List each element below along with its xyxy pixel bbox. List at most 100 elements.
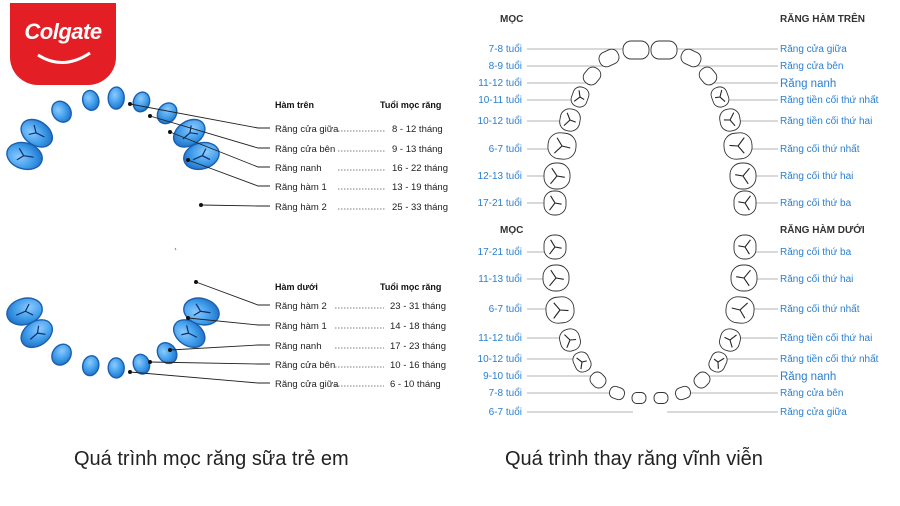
baby-lower-tooth-name: Răng hàm 2 [275,301,327,312]
perm-upper-tooth [543,190,567,216]
baby-lower-header-right: Tuổi mọc răng [380,282,442,292]
permanent-caption: Quá trình thay răng vĩnh viễn [505,448,763,470]
perm-upper-header-left: MỌC [500,14,524,25]
baby-upper-tooth-name: Răng nanh [275,163,322,174]
perm-upper-age: 10-12 tuổi [477,116,522,127]
perm-upper-tooth [598,48,620,68]
perm-upper-age: 8-9 tuổi [488,61,522,72]
perm-upper-tooth-name: Răng cối thứ nhất [780,144,860,155]
perm-lower-age: 11-12 tuổi [478,333,522,344]
baby-upper-tooth-age: 8 - 12 tháng [392,124,443,135]
perm-lower-tooth [653,392,669,404]
perm-lower-age: 10-12 tuổi [477,354,522,365]
baby-lower-tooth [20,319,54,349]
baby-upper-tooth-age: 16 - 22 tháng [392,163,448,174]
baby-upper-tooth [132,91,151,113]
leader-line [187,159,270,187]
perm-upper-tooth [543,162,571,190]
perm-lower-tooth [631,392,647,404]
perm-lower-tooth [545,296,575,324]
baby-lower-tooth [6,297,43,326]
perm-lower-tooth [674,385,692,401]
baby-upper-tooth-name: Răng hàm 2 [275,202,327,213]
perm-lower-header-left: MỌC [500,225,524,236]
perm-lower-header-right: RĂNG HÀM DƯỚI [780,225,865,236]
leader-line [149,115,270,149]
leader-line [169,344,270,351]
baby-upper-tooth-name: Răng hàm 1 [275,182,327,193]
perm-lower-tooth [543,234,567,260]
baby-lower-tooth [51,343,72,366]
baby-upper-tooth [20,118,54,148]
baby-upper-tooth [6,141,43,171]
baby-upper-tooth-age: 9 - 13 tháng [392,144,443,155]
leader-line [129,371,270,384]
perm-lower-tooth [730,264,758,292]
baby-lower-tooth-name: Răng cửa giữa [275,379,339,390]
perm-upper-tooth [680,48,702,68]
perm-lower-age: 9-10 tuổi [483,371,522,382]
baby-upper-tooth [156,102,178,125]
perm-lower-tooth-name: Răng cối thứ ba [780,247,852,258]
baby-caption: Quá trình mọc răng sữa trẻ em [74,448,349,470]
perm-lower-tooth [589,371,607,389]
leader-line [129,103,270,129]
perm-upper-tooth [582,66,602,86]
permanent-leader-lines [527,48,778,413]
baby-lower-tooth-age: 17 - 23 tháng [390,341,446,352]
perm-upper-age: 17-21 tuổi [477,198,522,209]
perm-lower-age: 11-13 tuổi [478,274,522,285]
perm-upper-tooth-name: Răng cối thứ hai [780,171,854,182]
perm-lower-age: 6-7 tuổi [488,407,522,418]
perm-upper-tooth [729,162,757,190]
leader-line [187,317,270,326]
perm-upper-tooth [698,66,718,86]
baby-upper-tooth-age: 25 - 33 tháng [392,202,448,213]
baby-upper-header-right: Tuổi mọc răng [380,100,442,110]
perm-upper-tooth [559,108,581,132]
baby-lower-tooth-age: 23 - 31 tháng [390,301,446,312]
perm-upper-tooth [547,132,577,160]
perm-upper-tooth [650,40,678,60]
permanent-teeth-group [542,40,758,404]
perm-upper-header-right: RĂNG HÀM TRÊN [780,14,865,25]
baby-upper-tooth-age: 13 - 19 tháng [392,182,448,193]
perm-upper-tooth [622,40,650,60]
logo-text: Colgate [24,19,102,44]
perm-upper-tooth-name: Răng tiền cối thứ nhất [780,95,879,106]
perm-upper-age: 11-12 tuổi [478,78,522,89]
logo-smile-icon [37,51,91,64]
baby-upper-header-left: Hàm trên [275,100,315,110]
perm-upper-tooth-name: Răng nanh [780,78,837,90]
perm-upper-tooth [570,86,590,108]
perm-upper-tooth-name: Răng cửa bên [780,61,844,72]
perm-lower-tooth [719,328,741,352]
colgate-logo: Colgate [10,3,116,85]
baby-lower-tooth-age: 10 - 16 tháng [390,360,446,371]
perm-upper-age: 12-13 tuổi [477,171,522,182]
perm-lower-tooth [559,328,581,352]
perm-upper-tooth [710,86,730,108]
baby-teeth-group [6,86,220,379]
baby-lower-tooth [107,357,125,379]
perm-upper-age: 10-11 tuổi [478,95,522,106]
leader-line [149,361,270,365]
perm-upper-age: 6-7 tuổi [488,144,522,155]
perm-lower-tooth-name: Răng tiền cối thứ nhất [780,354,879,365]
perm-lower-age: 6-7 tuổi [488,304,522,315]
leader-line [200,204,270,207]
perm-lower-tooth-name: Răng cửa bên [780,388,844,399]
perm-lower-age: 17-21 tuổi [477,247,522,258]
baby-lower-tooth-name: Răng hàm 1 [275,321,327,332]
perm-lower-tooth [725,296,755,324]
baby-lower-tooth [81,355,100,377]
perm-lower-tooth-name: Răng nanh [780,371,837,383]
baby-lower-tooth [156,342,178,365]
baby-upper-tooth-name: Răng cửa giữa [275,124,339,135]
perm-lower-tooth [693,371,711,389]
baby-lower-tooth-name: Răng nanh [275,341,322,352]
perm-upper-tooth-name: Răng tiền cối thứ hai [780,116,873,127]
baby-upper-tooth [107,86,125,110]
perm-upper-tooth-name: Răng cửa giữa [780,44,847,55]
